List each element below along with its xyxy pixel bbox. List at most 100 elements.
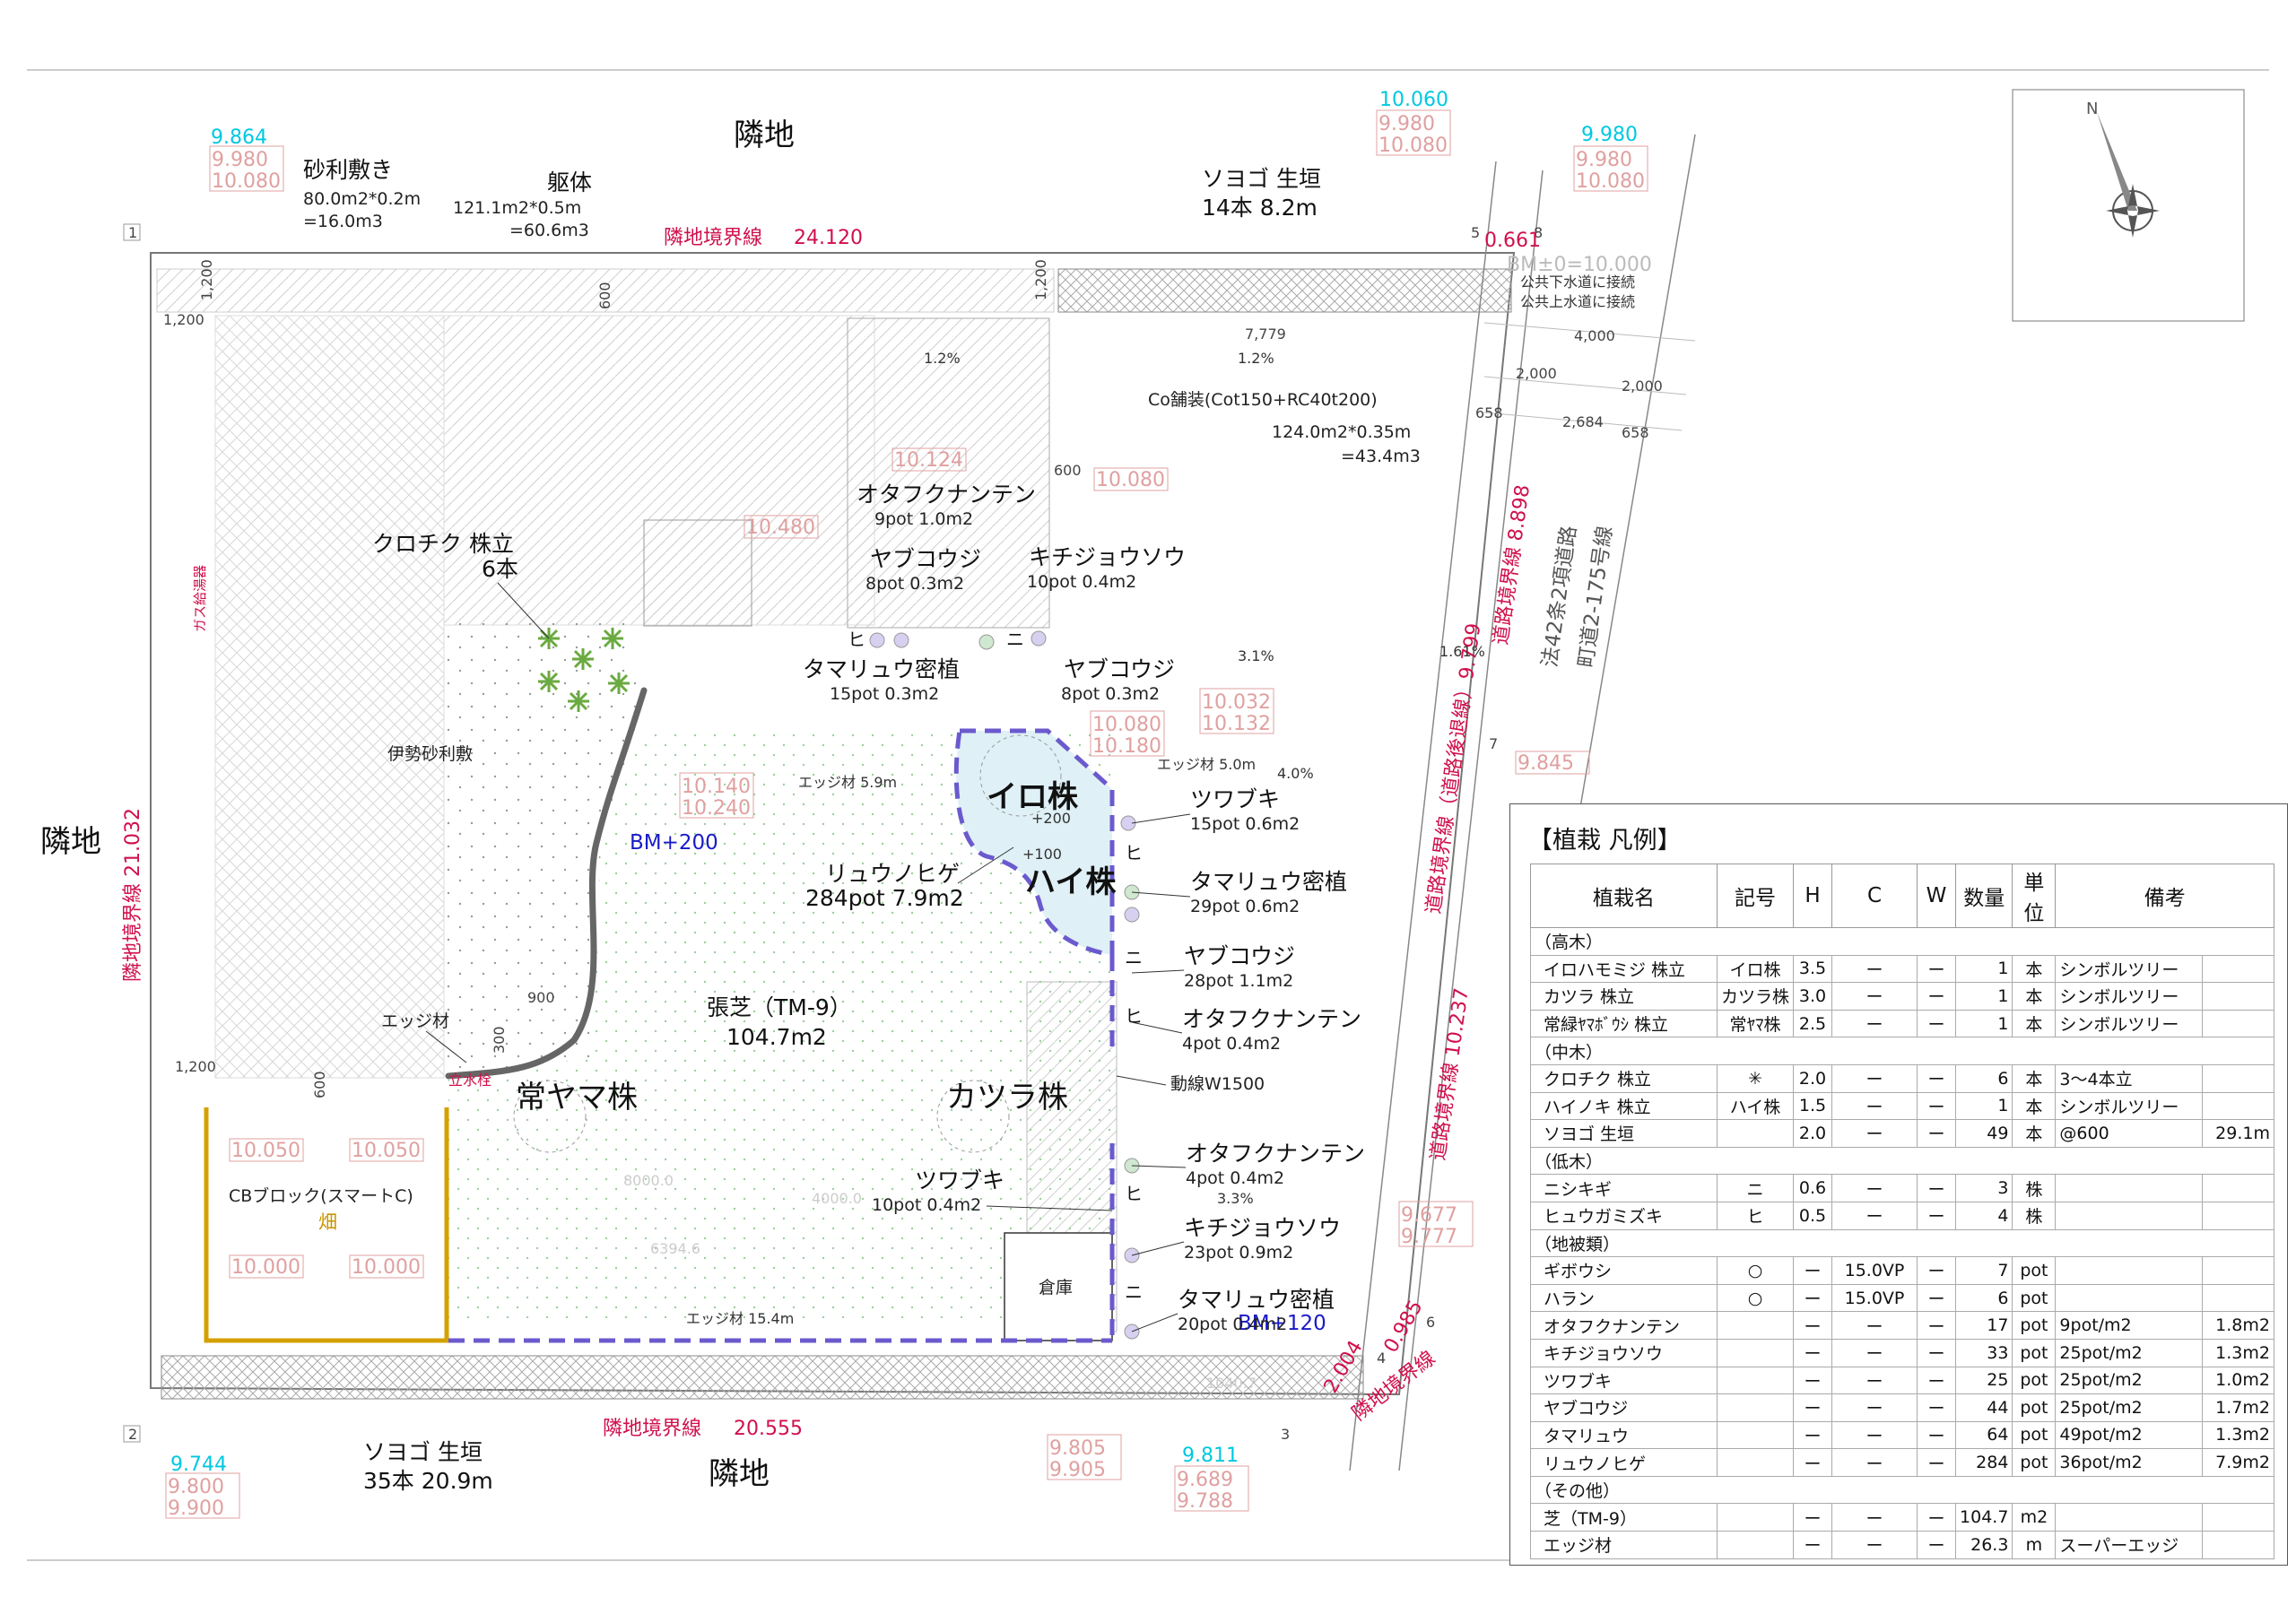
svg-text:600: 600 — [311, 1071, 328, 1098]
legend-category-row: （低木） — [1530, 1146, 2274, 1176]
legend-plant-name: タマリュウ — [1530, 1420, 1718, 1450]
legend-plant-name: エッジ材 — [1530, 1531, 1718, 1559]
svg-text:10.000: 10.000 — [231, 1256, 300, 1279]
hedge-bottom — [161, 1355, 1364, 1400]
legend-crown: ー — [1831, 1393, 1918, 1422]
svg-text:10pot 0.4m2: 10pot 0.4m2 — [1027, 572, 1136, 592]
legend-width: ー — [1917, 1009, 1957, 1038]
svg-text:24.120: 24.120 — [794, 227, 863, 249]
shed — [1004, 1232, 1113, 1341]
legend-height: 2.5 — [1793, 1009, 1833, 1038]
legend-category: （地被類） — [1530, 1228, 2274, 1258]
svg-text:3: 3 — [1281, 1426, 1290, 1443]
svg-text:10.080: 10.080 — [1576, 170, 1645, 193]
svg-text:10.050: 10.050 — [231, 1140, 300, 1162]
legend-symbol — [1716, 1311, 1795, 1340]
neighbor-bottom: 隣地 — [709, 1456, 770, 1492]
legend-note: 25pot/m2 — [2055, 1366, 2203, 1395]
svg-text:オタフクナンテン: オタフクナンテン — [857, 482, 1036, 508]
svg-text:=16.0m3: =16.0m3 — [303, 212, 383, 231]
svg-text:900: 900 — [527, 989, 555, 1006]
legend-quantity: 3 — [1955, 1174, 2013, 1202]
legend-symbol — [1716, 1393, 1795, 1422]
legend-plant-name: オタフクナンテン — [1530, 1311, 1718, 1340]
legend-crown: ー — [1831, 1091, 1918, 1121]
legend-unit: pot — [2012, 1311, 2057, 1340]
svg-text:9.980: 9.980 — [1581, 124, 1638, 146]
svg-text:オタフクナンテン: オタフクナンテン — [1182, 1006, 1361, 1032]
legend-crown: ー — [1831, 982, 1918, 1011]
svg-text:10.032: 10.032 — [1202, 691, 1271, 714]
legend-width: ー — [1917, 1420, 1957, 1450]
legend-height: ー — [1793, 1448, 1833, 1477]
legend-height: ー — [1793, 1256, 1833, 1285]
levels-boxed-text: 9.980 10.080 9.980 10.080 9.980 10.080 9… — [168, 113, 1645, 1520]
svg-text:9.805: 9.805 — [1049, 1437, 1106, 1460]
legend-plant-name: 常緑ﾔﾏﾎﾞｳｼ 株立 — [1530, 1009, 1718, 1038]
svg-text:キチジョウソウ: キチジョウソウ — [1029, 544, 1186, 570]
paving-note: Co舗装(Cot150+RC40t200) 124.0m2*0.35m =43.… — [1148, 390, 1421, 466]
svg-text:9.689: 9.689 — [1177, 1469, 1233, 1491]
legend-note-2: 7.9m2 — [2201, 1448, 2275, 1477]
edge-50: エッジ材 5.0m — [1157, 756, 1256, 773]
legend-width: ー — [1917, 982, 1957, 1011]
legend-symbol: ○ — [1716, 1256, 1795, 1285]
ryunohige-label: リュウノヒゲ — [825, 861, 960, 887]
legend-symbol: ○ — [1716, 1283, 1795, 1313]
svg-text:1,200: 1,200 — [163, 311, 204, 328]
legend-quantity: 44 — [1955, 1393, 2013, 1422]
svg-text:9.744: 9.744 — [170, 1454, 227, 1476]
svg-text:9.788: 9.788 — [1177, 1490, 1233, 1513]
planting-legend: 【植栽 凡例】 植栽名 記号 H C W 数量 単位 備考 （高木）イロハモミジ… — [1509, 803, 2288, 1566]
legend-width: ー — [1917, 1283, 1957, 1313]
legend-height: 3.0 — [1793, 982, 1833, 1011]
svg-text:10.132: 10.132 — [1202, 713, 1271, 735]
levels-cyan: 9.864 10.060 9.980 9.744 9.811 — [170, 89, 1638, 1476]
svg-text:9.864: 9.864 — [211, 126, 267, 149]
svg-text:オタフクナンテン: オタフクナンテン — [1186, 1141, 1365, 1167]
legend-category-row: （中木） — [1530, 1037, 2274, 1065]
legend-symbol: カツラ株 — [1716, 982, 1795, 1011]
legend-quantity: 284 — [1955, 1448, 2013, 1477]
svg-text:10.180: 10.180 — [1092, 735, 1161, 758]
svg-text:2,000: 2,000 — [1516, 365, 1557, 382]
legend-width: ー — [1917, 1448, 1957, 1477]
svg-text:3.3%: 3.3% — [1217, 1190, 1254, 1207]
faucet-label: 立水栓 — [448, 1072, 491, 1089]
svg-text:9.777: 9.777 — [1401, 1226, 1457, 1248]
svg-text:=43.4m3: =43.4m3 — [1341, 447, 1421, 466]
svg-text:ニ: ニ — [1006, 629, 1024, 650]
legend-note-2 — [2201, 1174, 2275, 1202]
legend-width: ー — [1917, 1503, 1957, 1532]
svg-text:0.985: 0.985 — [1380, 1297, 1428, 1357]
legend-quantity: 104.7 — [1955, 1503, 2013, 1532]
legend-symbol — [1716, 1338, 1795, 1367]
svg-text:9.800: 9.800 — [168, 1476, 224, 1498]
legend-width: ー — [1917, 1338, 1957, 1367]
legend-plant-name: ツワブキ — [1530, 1366, 1718, 1395]
cb-block — [204, 1107, 449, 1343]
legend-width: ー — [1917, 1311, 1957, 1340]
legend-title: 【植栽 凡例】 — [1528, 827, 1682, 855]
svg-text:14本 8.2m: 14本 8.2m — [1202, 195, 1318, 221]
legend-height: ー — [1793, 1338, 1833, 1367]
lawn — [448, 726, 1112, 1318]
svg-text:9pot 1.0m2: 9pot 1.0m2 — [874, 509, 973, 529]
legend-note — [2055, 1256, 2203, 1285]
legend-height: 0.6 — [1793, 1174, 1833, 1202]
svg-text:600: 600 — [596, 282, 613, 309]
legend-unit: pot — [2012, 1256, 2057, 1285]
road-boundary-1: 道路境界線 8.898 — [1490, 483, 1535, 647]
legend-unit: pot — [2012, 1366, 2057, 1395]
svg-text:80.0m2*0.2m: 80.0m2*0.2m — [303, 189, 421, 209]
legend-quantity: 7 — [1955, 1256, 2013, 1285]
legend-symbol — [1716, 1503, 1795, 1532]
tree-tokiwa: 常ヤマ株 — [513, 1080, 638, 1153]
